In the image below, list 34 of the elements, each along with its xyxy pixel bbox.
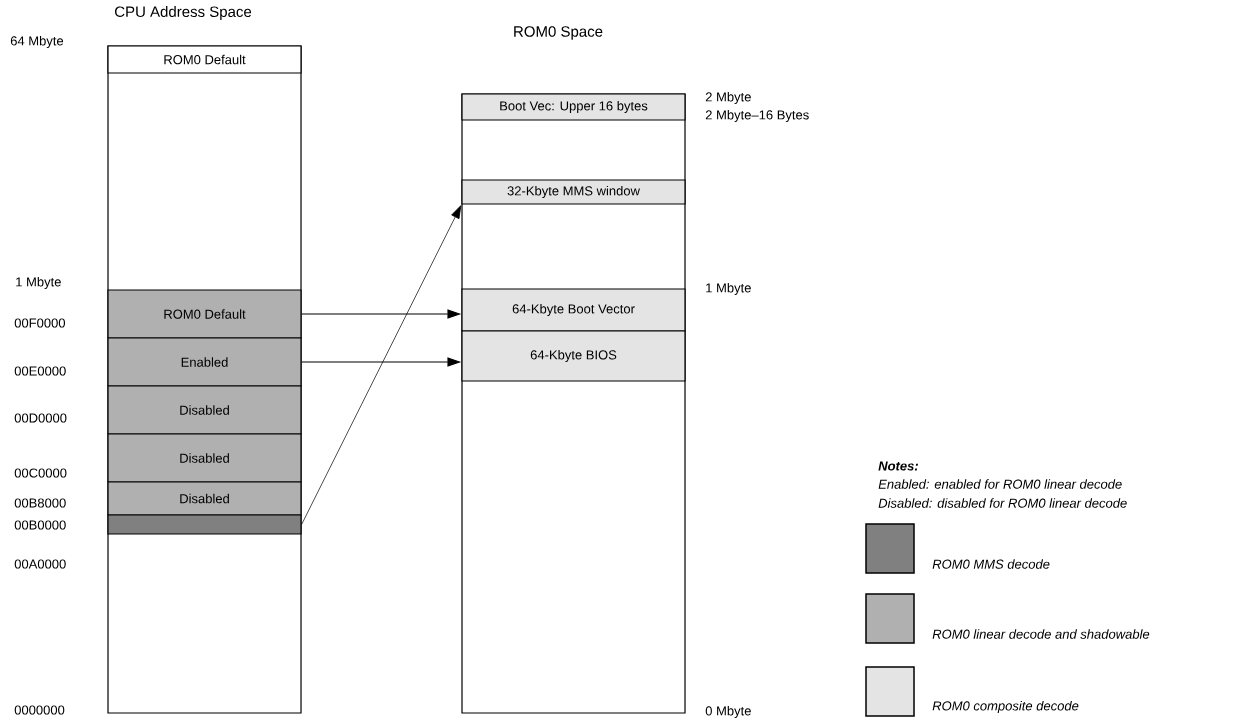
node-label: CPU Address Space — [115, 6, 252, 20]
notes-heading: Notes: — [878, 461, 918, 471]
address-label: 0 Mbyte — [705, 705, 751, 719]
memory-region-bar — [107, 514, 302, 535]
memory-region: ROM0 Default — [107, 289, 302, 339]
address-label: 00B8000 — [14, 498, 66, 508]
address-label: 00B0000 — [14, 520, 66, 530]
legend-text: ROM0 linear decode and shadowable — [932, 629, 1150, 639]
address-label: 00D0000 — [14, 413, 67, 423]
node-label: ROM0 Space — [514, 26, 603, 40]
legend-text: ROM0 composite decode — [932, 700, 1079, 714]
memory-region: Enabled — [107, 337, 302, 387]
memory-region: 64-Kbyte Boot Vector — [461, 288, 686, 332]
note-text: Enabled: enabled for ROM0 linear decode — [878, 479, 1122, 489]
address-label: 00A0000 — [14, 559, 66, 569]
address-label: 2 Mbyte–16 Bytes — [705, 109, 809, 123]
arrow — [301, 205, 462, 525]
memory-region: 32-Kbyte MMS window — [461, 179, 686, 205]
address-label: 00E0000 — [14, 366, 66, 376]
address-label: 1 Mbyte — [706, 282, 751, 296]
address-label: 00C0000 — [14, 468, 67, 478]
memory-region: Boot Vec: Upper 16 bytes — [461, 93, 686, 121]
memory-region: ROM0 Default — [107, 45, 302, 74]
address-label: 1 Mbyte — [16, 276, 61, 290]
address-label: 0000000 — [14, 705, 65, 715]
legend-text: ROM0 MMS decode — [932, 559, 1050, 569]
address-label: 64 Mbyte — [10, 35, 64, 49]
memory-region: Disabled — [107, 433, 302, 483]
note-text: Disabled: disabled for ROM0 linear decode — [878, 498, 1127, 508]
memory-region: Disabled — [107, 481, 302, 516]
memory-region: 64-Kbyte BIOS — [461, 330, 686, 382]
address-label: 00F0000 — [14, 318, 65, 328]
address-label: 2 Mbyte — [705, 91, 751, 105]
memory-region: Disabled — [107, 385, 302, 435]
